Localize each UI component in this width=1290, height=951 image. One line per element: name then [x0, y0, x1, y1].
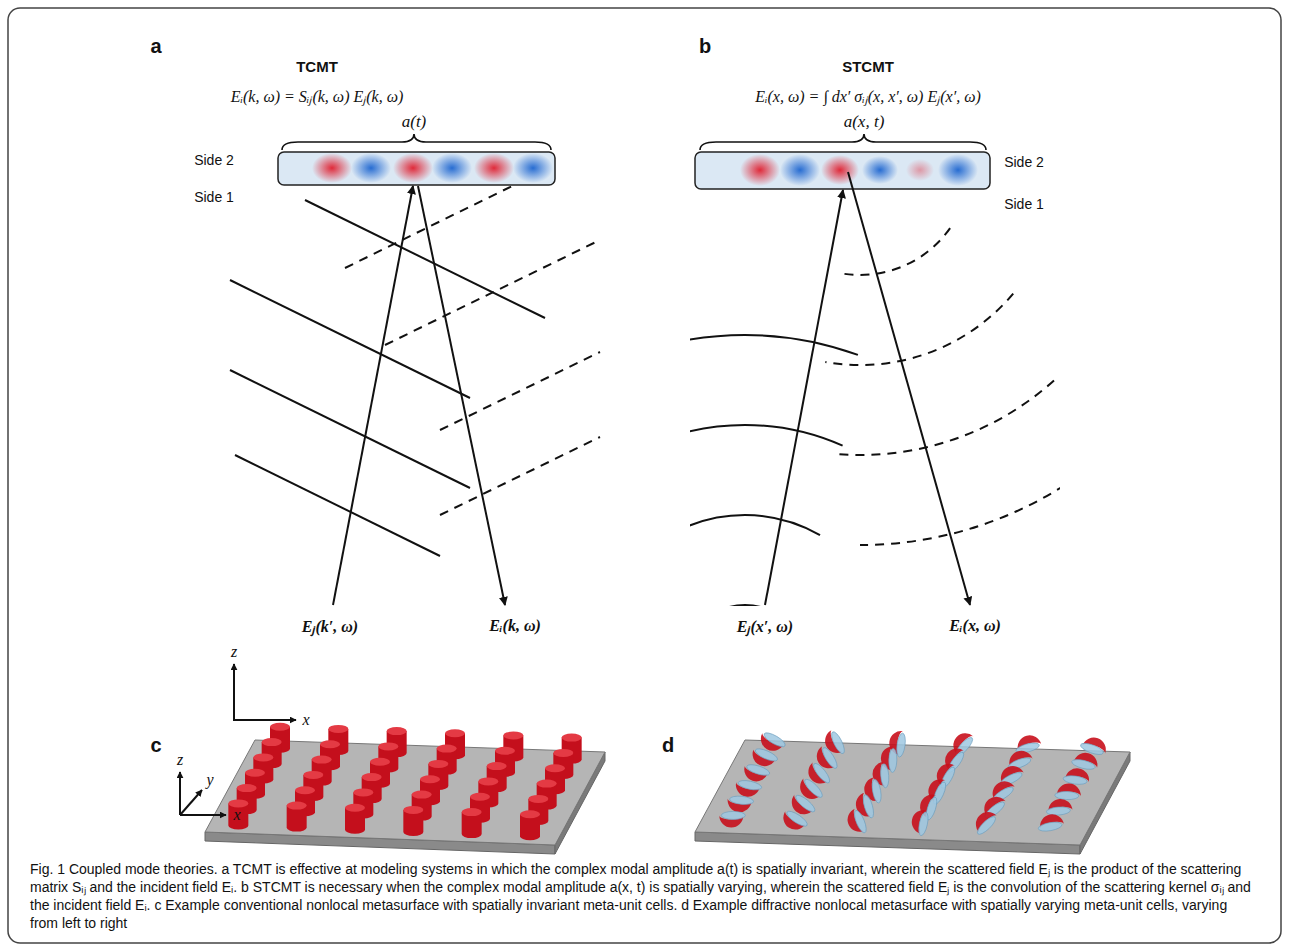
axis-label: y [206, 771, 213, 789]
field-label: Eᵢ(k, ω) [489, 617, 541, 635]
side-label: Side 2 [1004, 154, 1044, 170]
panel-letter: c [150, 734, 161, 757]
panel-a-metasurface [278, 134, 555, 185]
panel-a-rays [333, 186, 505, 605]
equation: Eᵢ(x, ω) = ∫ dx′ σᵢⱼ(x, x′, ω) Eⱼ(x′, ω) [755, 85, 981, 107]
axis-label: x [302, 711, 309, 729]
panel-letter: a [150, 35, 161, 58]
panel-letter: d [662, 734, 674, 757]
mode-amplitude: a(x, t) [844, 112, 885, 132]
side-label: Side 2 [194, 152, 234, 168]
metasurface-d [695, 728, 1130, 854]
field-label: Eⱼ(x′, ω) [737, 615, 793, 637]
axis-label: x [233, 806, 240, 824]
equation: Eᵢ(k, ω) = Sᵢⱼ(k, ω) Eⱼ(k, ω) [231, 85, 404, 107]
panel-b-waves [690, 228, 1060, 606]
side-label: Side 1 [1004, 196, 1044, 212]
field-label: Eᵢ(x, ω) [949, 617, 1001, 635]
mode-amplitude: a(t) [402, 112, 427, 132]
figure-caption: Fig. 1 Coupled mode theories. a TCMT is … [30, 860, 1258, 932]
figure-frame [8, 8, 1281, 943]
axes-a [233, 664, 296, 720]
field-label: Eⱼ(k′, ω) [302, 615, 358, 637]
axis-label: z [177, 751, 183, 769]
panel-a-waves [230, 165, 600, 556]
panel-b-metasurface [695, 134, 990, 189]
panel-b-rays [765, 172, 970, 605]
axes-c [180, 772, 226, 815]
metasurface-c [205, 723, 605, 854]
axis-label: z [231, 643, 237, 661]
side-label: Side 1 [194, 189, 234, 205]
panel-letter: b [699, 35, 711, 58]
method-title: STCMT [842, 58, 894, 75]
method-title: TCMT [296, 58, 338, 75]
